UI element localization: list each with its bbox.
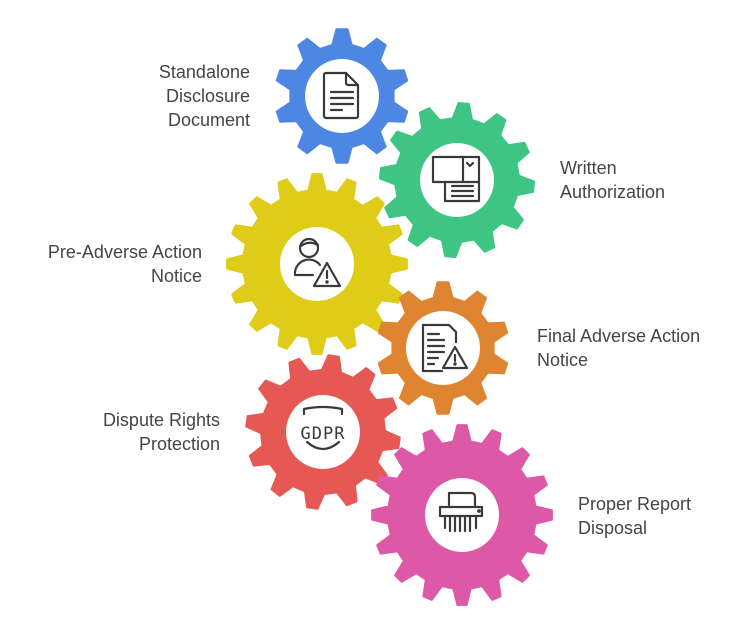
label-pre-adverse-action: Pre-Adverse Action Notice	[48, 240, 202, 288]
label-line: Disposal	[578, 518, 648, 538]
label-line: Standalone	[158, 62, 250, 82]
label-line: Written	[560, 158, 617, 178]
gear-authorization	[379, 102, 535, 258]
label-written-authorization: Written Authorization	[560, 156, 665, 204]
label-dispute-rights: Dispute Rights Protection	[103, 408, 220, 456]
label-line: Protection	[138, 434, 220, 454]
shredder-icon	[438, 491, 484, 533]
gear-center	[406, 311, 480, 385]
gear-final-adverse	[377, 281, 509, 415]
form-checkbox-icon	[431, 155, 481, 203]
label-line: Authorization	[560, 182, 666, 202]
gear-center	[280, 227, 354, 301]
label-line: Pre-Adverse Action	[47, 242, 202, 262]
label-line: Dispute Rights	[102, 410, 220, 430]
document-icon	[322, 71, 360, 120]
gear-disclosure	[275, 28, 409, 164]
gdpr-shield-icon	[302, 405, 344, 451]
label-line: Notice	[150, 266, 202, 286]
person-warning-icon	[293, 237, 342, 288]
label-standalone-disclosure: Standalone Disclosure Document	[159, 60, 250, 132]
gear-center	[420, 143, 494, 217]
label-proper-disposal: Proper Report Disposal	[578, 492, 691, 540]
document-warning-icon	[421, 323, 469, 373]
gear-pre-adverse	[226, 173, 408, 355]
label-line: Proper Report	[578, 494, 692, 514]
gdpr-text: GDPR	[301, 424, 346, 444]
label-line: Document	[167, 110, 250, 130]
label-line: Disclosure	[165, 86, 250, 106]
label-line: Notice	[537, 350, 589, 370]
gear-center	[305, 59, 379, 133]
label-final-adverse-action: Final Adverse Action Notice	[537, 324, 700, 372]
label-line: Final Adverse Action	[537, 326, 701, 346]
